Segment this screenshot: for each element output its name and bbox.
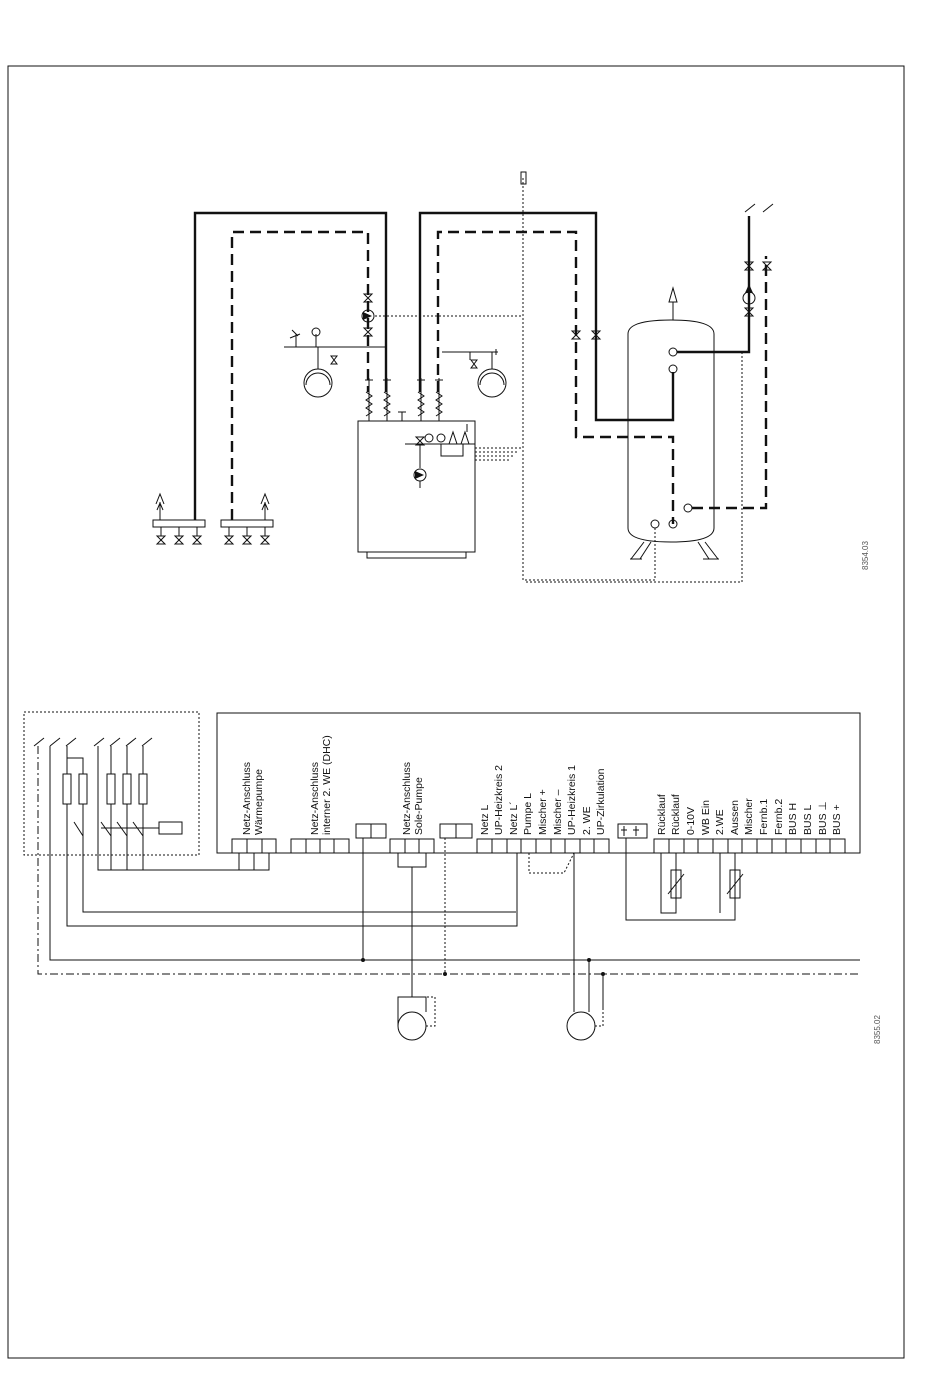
- circulation-pump-left: [362, 294, 374, 336]
- page-border: [8, 66, 904, 1358]
- label-fernb-2: Fernb.2: [773, 799, 785, 835]
- label-up-zirkulation: UP-Zirkulation: [595, 768, 607, 835]
- expansion-vessel-right: [442, 349, 506, 397]
- label-2we: 2.WE: [714, 809, 726, 835]
- heating-circuit-left: [153, 213, 386, 544]
- tank-circuit: [420, 213, 673, 524]
- label-bus-l: BUS L: [802, 804, 814, 835]
- hydraulic-schematic: 8354.03: [153, 172, 870, 582]
- label-wb-ein: WB Ein: [700, 800, 712, 835]
- label-2-we: 2. WE: [581, 806, 593, 835]
- label-0-10v: 0-10V: [685, 807, 697, 835]
- label-up-heizkreis-2: UP-Heizkreis 2: [493, 765, 505, 835]
- label-second-heater-1: Netz-Anschluss: [309, 762, 321, 835]
- label-second-heater-2: interner 2. WE (DHC): [321, 735, 333, 835]
- terminal-labels: Netz-Anschluss Wärmepumpe Netz-Anschluss…: [241, 735, 843, 835]
- label-up-heizkreis-1: UP-Heizkreis 1: [566, 765, 578, 835]
- motor-heatpump: [361, 958, 447, 1040]
- label-heatpump-supply-1: Netz-Anschluss: [241, 762, 253, 835]
- label-netz-l: Netz L: [479, 804, 491, 835]
- expansion-vessel-left: [284, 328, 386, 397]
- label-netz-l-prime: Netz L´: [508, 801, 520, 835]
- label-pumpe-l: Pumpe L: [522, 793, 534, 835]
- label-brine-pump-2: Sole-Pumpe: [413, 777, 425, 835]
- label-heatpump-supply-2: Wärmepumpe: [253, 769, 265, 835]
- label-bus-ground: BUS ⊥: [817, 801, 829, 835]
- label-aussen: Aussen: [729, 800, 741, 835]
- label-ruecklauf-2: Rücklauf: [670, 794, 682, 835]
- label-bus-plus: BUS +: [831, 804, 843, 835]
- label-mischer-plus: Mischer +: [537, 789, 549, 835]
- wiring-lines: [38, 746, 860, 1009]
- dhw-storage-tank: [521, 172, 773, 582]
- label-bus-h: BUS H: [787, 803, 799, 835]
- drawing-number-electrical: 8355.02: [873, 1015, 882, 1044]
- drawing-number-hydraulic: 8354.03: [861, 541, 870, 570]
- label-ruecklauf-1: Rücklauf: [656, 794, 668, 835]
- label-mischer: Mischer: [743, 798, 755, 835]
- label-brine-pump-1: Netz-Anschluss: [401, 762, 413, 835]
- label-mischer-minus: Mischer –: [552, 789, 564, 835]
- heat-pump-unit: [358, 378, 475, 558]
- label-fernb-1: Fernb.1: [758, 799, 770, 835]
- motor-brine-pump: [567, 958, 605, 1040]
- sensor-lines: [375, 316, 523, 460]
- electrical-wiring: Netz-Anschluss Wärmepumpe Netz-Anschluss…: [24, 712, 882, 1044]
